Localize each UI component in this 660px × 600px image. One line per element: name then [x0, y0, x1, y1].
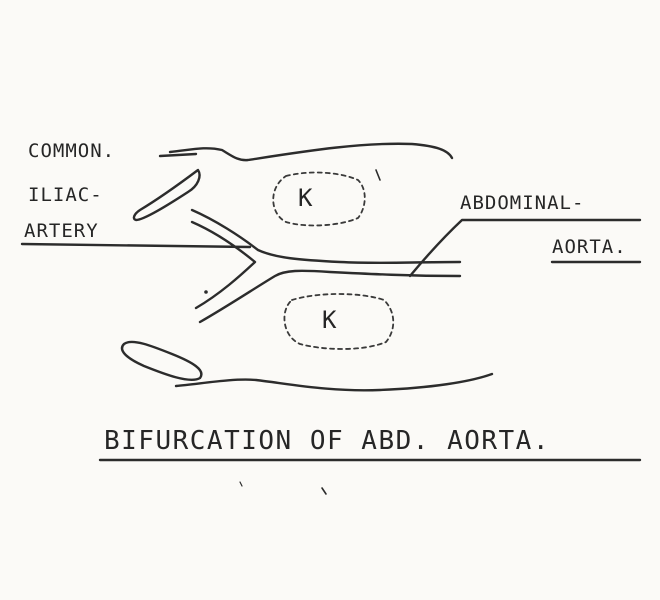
dot-mark [204, 290, 208, 294]
label-kidney-lower: K [322, 306, 337, 334]
label-aorta: AORTA. [552, 236, 627, 258]
lower-kidney-outline [284, 294, 393, 349]
stray-mark-1 [322, 488, 326, 494]
artery-underline [22, 244, 250, 247]
tick-mark [376, 170, 380, 180]
label-kidney-upper: K [298, 184, 313, 212]
label-iliac: ILIAC- [28, 184, 103, 206]
upper-kidney-outline [273, 173, 365, 226]
lower-body-outline [176, 374, 492, 390]
label-artery: ARTERY [24, 220, 99, 242]
upper-body-outline [170, 144, 452, 160]
stray-mark-2 [240, 482, 242, 486]
label-common: COMMON. [28, 140, 115, 162]
diagram-title: BIFURCATION OF ABD. AORTA. [104, 426, 550, 456]
upper-iliac-branch [192, 210, 460, 263]
common-iliac-leader [160, 154, 196, 156]
upper-left-vessel [134, 170, 200, 220]
lower-left-vessel [122, 342, 201, 380]
label-abdominal: ABDOMINAL- [460, 192, 584, 214]
